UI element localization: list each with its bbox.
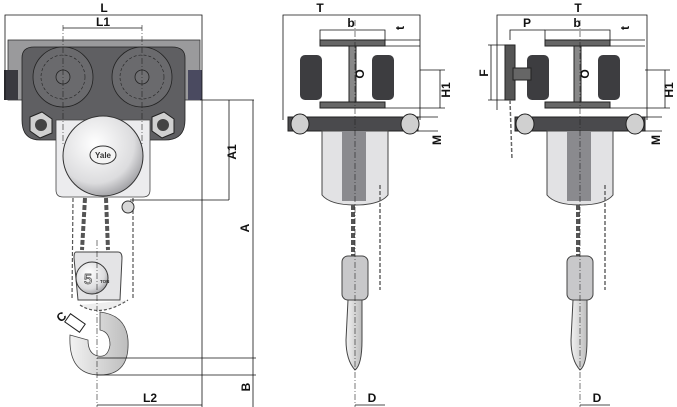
- dim-label-M: M: [649, 135, 663, 145]
- dimension-lines-front: [4, 14, 256, 407]
- dim-label-M: M: [430, 135, 444, 145]
- dim-label-b: b: [573, 16, 580, 30]
- dimension-lines-side-plain: [282, 14, 445, 406]
- capacity-badge: [75, 261, 109, 295]
- dim-label-L: L: [100, 1, 107, 15]
- capacity-unit: TON: [100, 279, 109, 284]
- dim-label-L1: L1: [96, 15, 110, 29]
- dim-label-T: T: [316, 1, 324, 15]
- dim-label-L2: L2: [143, 391, 157, 405]
- dim-label-H1: H1: [662, 82, 676, 98]
- dim-label-F: F: [477, 69, 491, 76]
- hook: [570, 299, 588, 371]
- trolley-wheel-left: [527, 55, 549, 100]
- dim-label-b: b: [347, 16, 354, 30]
- side-view-geared: T P b t F O H1 M D: [477, 1, 676, 407]
- axle-nut-left: [29, 111, 53, 139]
- axle-nut-right: [151, 111, 175, 139]
- dim-label-t: t: [393, 26, 407, 30]
- side-block-left: [4, 70, 18, 100]
- dim-label-T: T: [574, 1, 582, 15]
- dim-label-O: O: [578, 69, 592, 78]
- load-chain: [71, 197, 134, 311]
- hoist-gearbox: [342, 131, 366, 201]
- yale-logo: Yale: [89, 145, 117, 165]
- dim-label-H1: H1: [439, 82, 453, 98]
- dim-label-D: D: [368, 391, 377, 405]
- logo-text: Yale: [95, 151, 112, 160]
- trolley-wheel-right: [598, 55, 620, 100]
- trolley-wheel-right: [372, 55, 394, 100]
- beam-bottom-flange: [319, 101, 386, 109]
- trolley-hand-chain: [509, 99, 513, 161]
- chain-guide: [121, 200, 135, 214]
- dim-label-A: A: [238, 223, 252, 232]
- front-view: Yale 5 TON: [4, 1, 256, 407]
- side-view-plain: T b t O H1 M D: [282, 1, 453, 407]
- dim-label-P: P: [523, 16, 531, 30]
- dim-label-O: O: [353, 69, 367, 78]
- hook-latch: [64, 313, 86, 333]
- dim-label-B: B: [239, 382, 253, 391]
- trolley-wheel-left: [300, 55, 322, 100]
- hook: [345, 299, 363, 371]
- dim-label-t: t: [618, 26, 632, 30]
- dim-label-D: D: [593, 391, 602, 405]
- dimension-lines-side-geared: [488, 14, 670, 406]
- capacity-number: 5: [84, 271, 92, 288]
- dim-label-A1: A1: [225, 144, 239, 160]
- side-block-right: [188, 70, 202, 100]
- beam-top-flange: [319, 39, 386, 47]
